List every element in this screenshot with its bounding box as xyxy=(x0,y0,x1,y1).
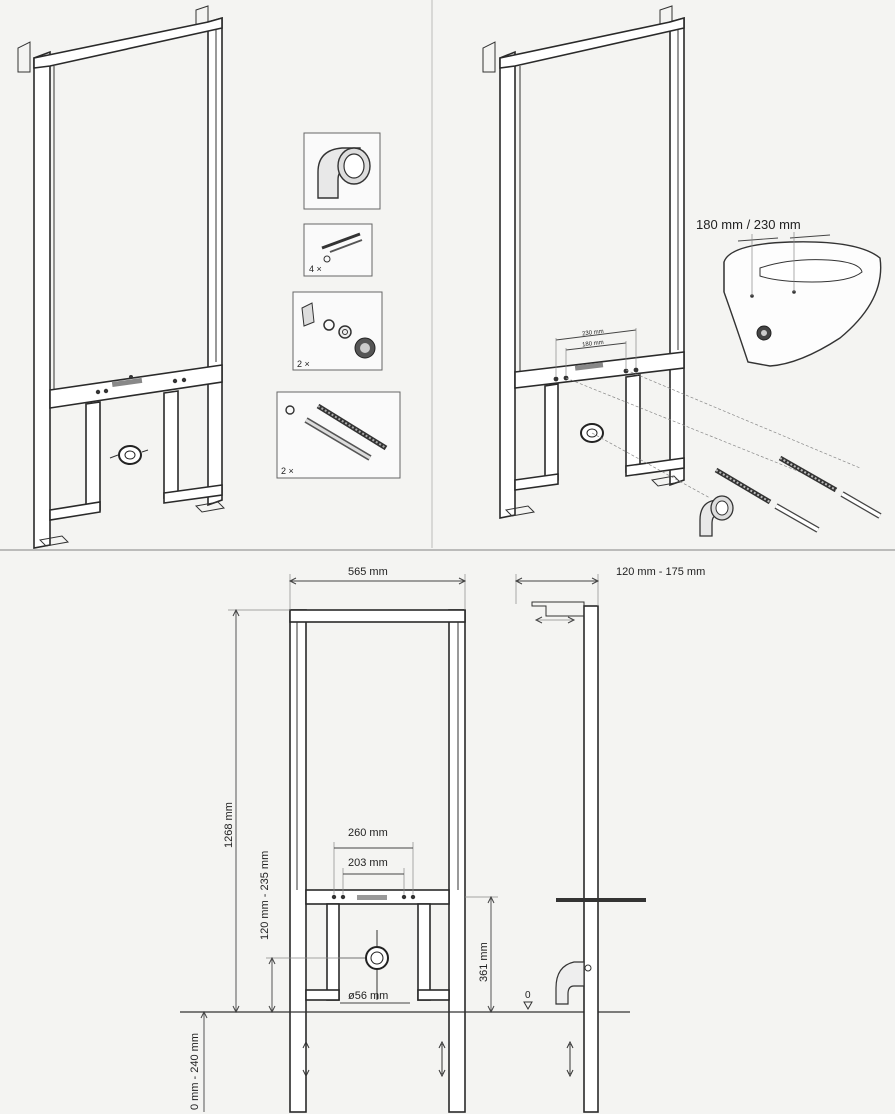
front-upright-left xyxy=(289,609,307,1113)
floor-level-marker xyxy=(523,1001,533,1011)
dim-width: 565 mm xyxy=(348,566,388,578)
dim-bolt-260: 260 mm xyxy=(348,827,388,839)
frame-top-rail xyxy=(33,16,223,69)
rod-quantity: 2 × xyxy=(281,466,294,476)
side-elbow-icon xyxy=(555,961,585,1005)
assembly-hardware xyxy=(699,455,882,537)
anchor-bolt-icon xyxy=(321,232,363,263)
drain-clamp xyxy=(118,445,142,465)
dim-bolt-203: 203 mm xyxy=(348,857,388,869)
dim-height: 1268 mm xyxy=(223,802,235,848)
frame-upright-left xyxy=(33,50,51,549)
assembly-crossbar xyxy=(514,351,685,389)
dim-drain-diameter: ø56 mm xyxy=(348,990,388,1002)
dim-bracket-height: 361 mm xyxy=(478,942,490,982)
washer-set-icon xyxy=(301,302,376,359)
frame-upright-right xyxy=(207,16,223,507)
side-elevation: 0 120 mm - 175 mm xyxy=(514,566,705,1113)
floor-level-label: 0 xyxy=(525,990,531,1001)
label-230-small: 230 mm xyxy=(582,329,604,338)
part-rod-box xyxy=(276,391,401,479)
dim-leg-range: 0 mm - 240 mm xyxy=(189,1033,201,1110)
front-elevation: 565 mm 1268 mm 120 mm - 235 mm 260 mm 20… xyxy=(180,566,630,1113)
adjust-arrow-icon xyxy=(302,1040,446,1078)
washer-quantity: 2 × xyxy=(297,359,310,369)
wall-bracket-left xyxy=(17,41,31,73)
side-upright xyxy=(583,605,599,1113)
frame-crossbar xyxy=(49,364,223,409)
label-180-small: 180 mm xyxy=(582,340,604,349)
front-top-rail xyxy=(289,609,466,623)
threaded-rod-icon xyxy=(285,403,388,461)
parts-list: 4 × 2 × 2 × xyxy=(276,132,401,479)
foot-plate xyxy=(38,535,70,547)
anchor-quantity: 4 × xyxy=(309,264,322,274)
toilet-bowl xyxy=(723,232,882,367)
frame-iso-left xyxy=(17,5,226,549)
foot-plate xyxy=(194,501,226,513)
frame-iso-right: 230 mm 180 mm xyxy=(482,5,861,519)
dim-depth-range: 120 mm - 175 mm xyxy=(616,566,705,578)
dim-adjust-range: 120 mm - 235 mm xyxy=(259,851,271,940)
bowl-spacing-label: 180 mm / 230 mm xyxy=(696,217,801,232)
elbow-pipe-icon xyxy=(317,147,371,199)
front-upright-right xyxy=(448,609,466,1113)
front-drain-clamp xyxy=(365,946,389,970)
